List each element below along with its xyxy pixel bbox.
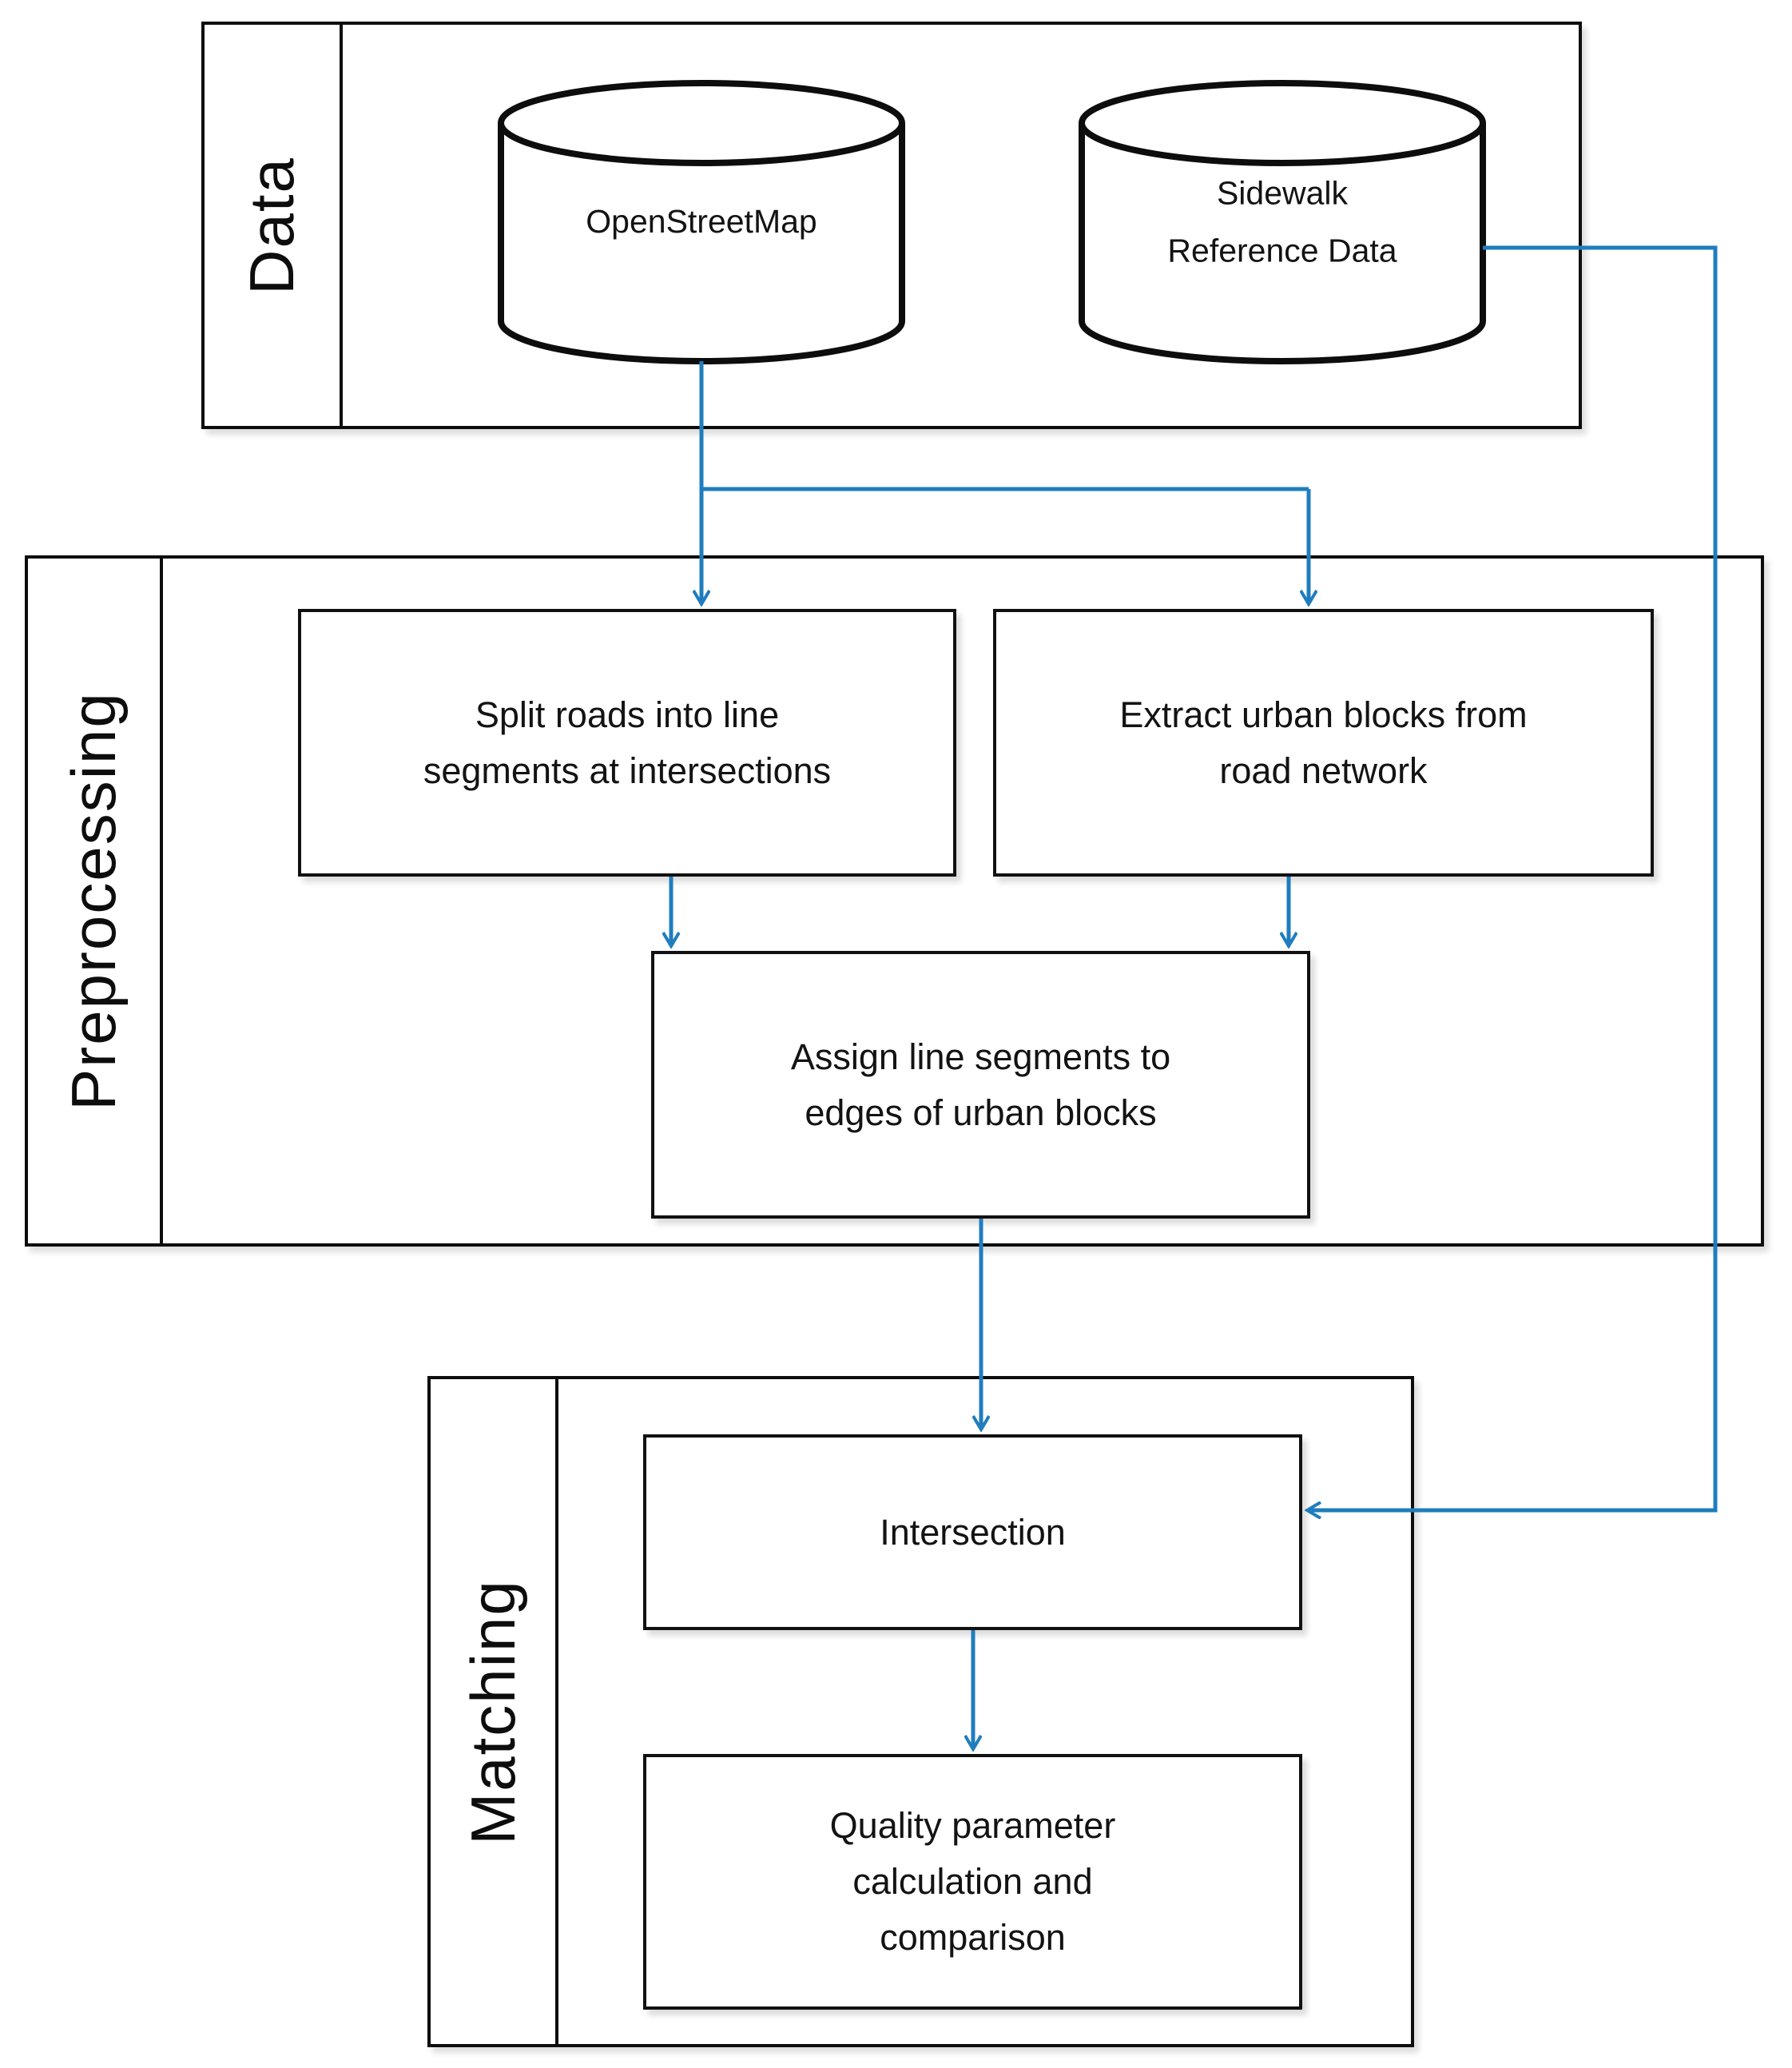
extract-blocks-line1: Extract urban blocks from [1119,694,1528,735]
process-quality-parameter[interactable]: Quality parameter calculation and compar… [643,1754,1302,2010]
cylinder-shape [498,80,905,364]
swimlane-preprocessing-title: Preprocessing [58,691,129,1111]
process-quality-parameter-text: Quality parameter calculation and compar… [814,1798,1132,1965]
quality-line2: calculation and [852,1861,1093,1903]
quality-line3: comparison [880,1916,1066,1958]
extract-blocks-line2: road network [1219,750,1428,791]
process-split-roads[interactable]: Split roads into line segments at inters… [298,609,956,877]
datastore-openstreetmap: OpenStreetMap [494,78,909,366]
datastore-sidewalk-reference: Sidewalk Reference Data [1075,78,1490,366]
swimlane-matching-title: Matching [457,1578,528,1845]
split-roads-line1: Split roads into line [475,694,780,735]
assign-segments-line1: Assign line segments to [790,1036,1171,1077]
process-extract-urban-blocks[interactable]: Extract urban blocks from road network [993,609,1654,877]
process-assign-line-segments[interactable]: Assign line segments to edges of urban b… [651,951,1310,1219]
cylinder-shape [1079,80,1486,364]
process-extract-urban-blocks-text: Extract urban blocks from road network [1103,687,1543,799]
process-split-roads-text: Split roads into line segments at inters… [407,687,847,799]
process-assign-line-segments-text: Assign line segments to edges of urban b… [775,1029,1186,1141]
swimlane-data-title: Data [236,156,308,295]
quality-line1: Quality parameter [829,1805,1116,1847]
assign-segments-line2: edges of urban blocks [805,1092,1157,1133]
process-intersection[interactable]: Intersection [643,1434,1302,1630]
process-intersection-text: Intersection [880,1511,1066,1553]
swimlane-preprocessing-header: Preprocessing [28,559,163,1243]
swimlane-matching-header: Matching [431,1379,558,2044]
split-roads-line2: segments at intersections [423,750,832,791]
swimlane-data-header: Data [205,25,343,426]
